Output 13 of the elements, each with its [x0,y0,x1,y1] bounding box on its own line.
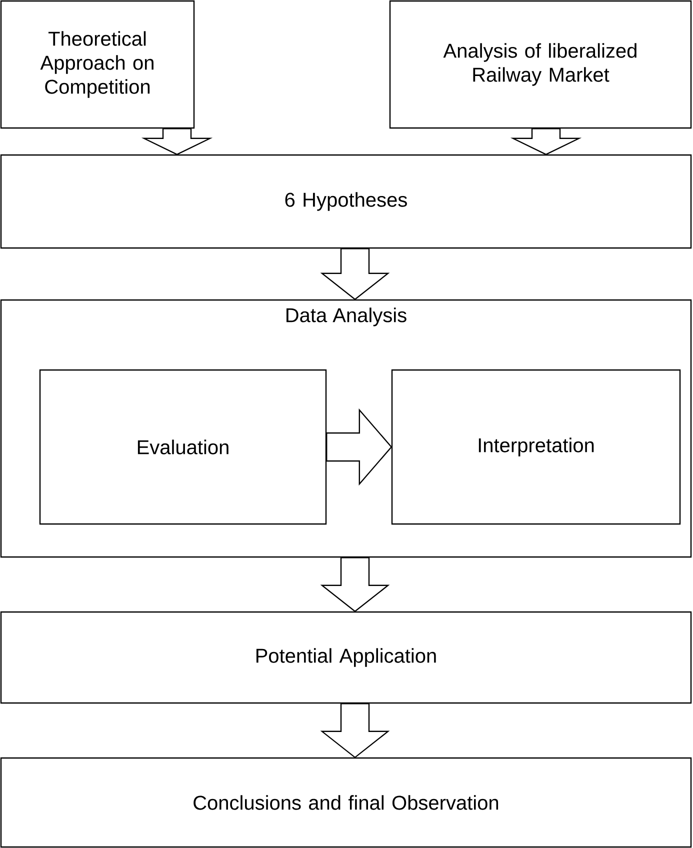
process-box: Potential Application [0,611,692,704]
block-arrow [320,248,390,300]
block-arrow [326,408,392,486]
process-box: Interpretation [391,369,681,525]
block-arrow [320,703,390,758]
block-arrow [320,557,390,612]
process-box: Evaluation [39,369,327,525]
block-arrow [510,128,582,156]
process-box: Theoretical Approach on Competition [0,0,195,129]
process-box: Conclusions and final Observation [0,757,692,848]
process-box: Analysis of liberalized Railway Market [389,0,692,129]
block-arrow [141,128,213,156]
process-box: 6 Hypotheses [0,154,692,249]
